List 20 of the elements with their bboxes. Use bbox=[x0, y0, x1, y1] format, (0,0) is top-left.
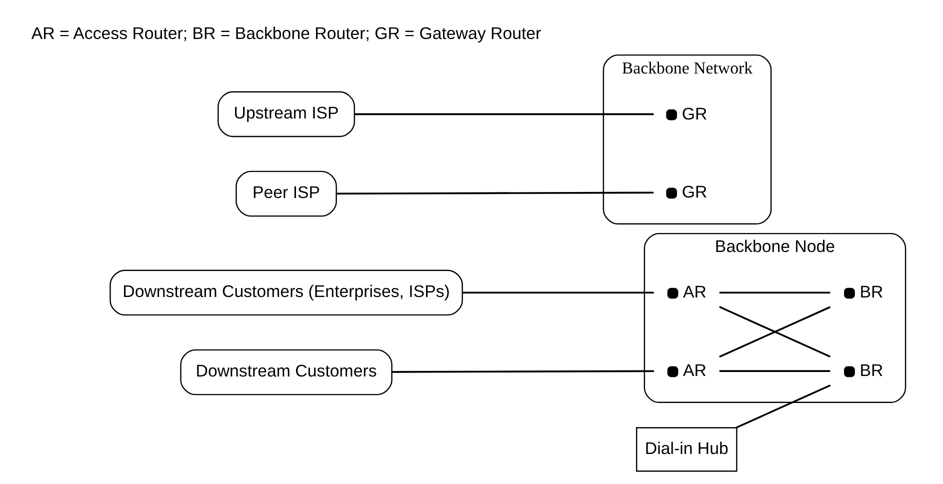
node-label: AR bbox=[682, 282, 706, 302]
connector bbox=[462, 292, 654, 294]
connector bbox=[354, 113, 654, 116]
node-label: BR bbox=[859, 282, 883, 302]
node-label: AR bbox=[682, 361, 706, 380]
connector bbox=[718, 370, 830, 372]
connector bbox=[718, 292, 830, 294]
connector bbox=[736, 384, 830, 428]
connector bbox=[336, 192, 654, 195]
node-label: GR bbox=[681, 104, 707, 124]
connector bbox=[718, 306, 830, 358]
node-box: Peer ISP bbox=[235, 170, 336, 217]
label: AR = Access Router; BR = Backbone Router; GR = Gateway Router bbox=[30, 24, 541, 44]
connector bbox=[392, 370, 654, 373]
node-box: Dial-in Hub bbox=[636, 427, 737, 472]
node-label: BR bbox=[859, 361, 883, 380]
node-box: Upstream ISP bbox=[217, 91, 355, 138]
node-box: Downstream Customers (Enterprises, ISPs) bbox=[109, 270, 462, 316]
node-box: Downstream Customers bbox=[180, 349, 392, 396]
node-label: GR bbox=[681, 182, 707, 202]
